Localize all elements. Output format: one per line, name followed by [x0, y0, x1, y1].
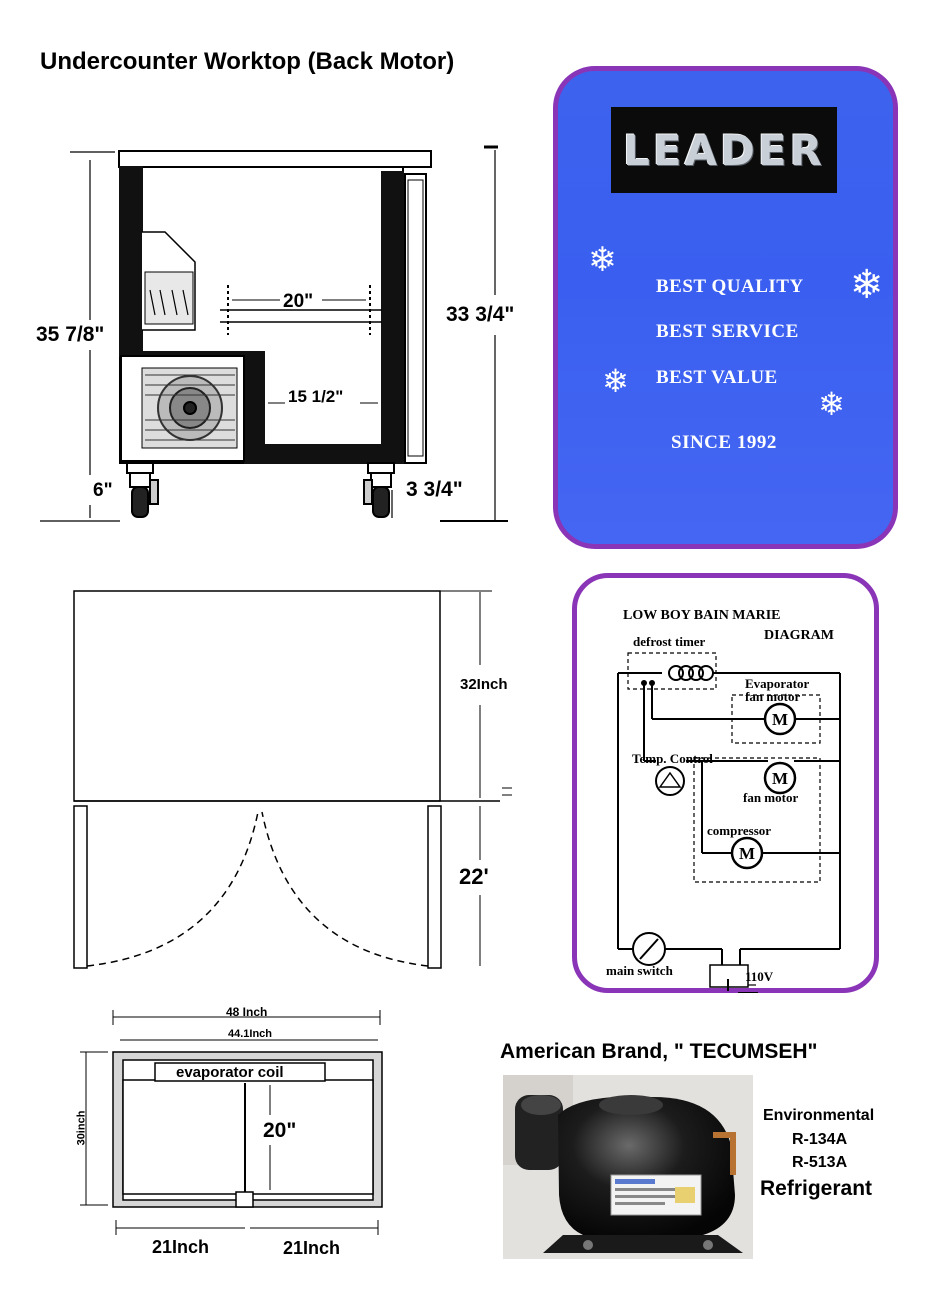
overall-height-label: 35 7/8"	[36, 323, 105, 346]
motor-symbol: M	[739, 844, 755, 863]
left-section-label: 21Inch	[152, 1237, 210, 1257]
compressor-brand: American Brand, " TECUMSEH"	[500, 1040, 818, 1063]
outer-width-label: 48 Inch	[226, 1005, 268, 1019]
refrigerant-label: Refrigerant	[760, 1177, 873, 1200]
compressor-photo	[503, 1075, 753, 1259]
evaporator-fan-motor-label: Evaporator fan motor	[745, 676, 810, 704]
top-height-label: 32Inch	[460, 676, 508, 693]
circuit-title: LOW BOY BAIN MARIE	[623, 608, 781, 623]
door-height-label: 22'	[459, 864, 489, 889]
leader-logo-text: LEADER	[623, 125, 825, 175]
evaporator-coil-label: evaporator coil	[176, 1064, 284, 1081]
defrost-timer-label: defrost timer	[633, 634, 706, 649]
environmental-label: Environmental	[763, 1107, 875, 1124]
leader-line-since: SINCE 1992	[671, 432, 777, 453]
snowflake-icon: ❄	[818, 385, 845, 423]
compressor-label: compressor	[707, 823, 772, 838]
leader-line-quality: BEST QUALITY	[656, 276, 804, 297]
leader-line-value: BEST VALUE	[656, 367, 778, 388]
motor-symbol: M	[772, 710, 788, 729]
side-view-drawing	[40, 145, 508, 522]
snowflake-icon: ❄	[588, 240, 617, 280]
front-view-drawing	[73, 590, 512, 969]
shelf-width-label: 20"	[283, 291, 314, 312]
right-section-label: 21Inch	[283, 1238, 341, 1258]
motor-symbol: M	[772, 769, 788, 788]
top-view-drawing	[80, 1010, 383, 1235]
inner-width-label: 15 1/2"	[288, 387, 344, 406]
circuit-subtitle: DIAGRAM	[764, 628, 834, 643]
refrigerant-r134a: R-134A	[792, 1131, 848, 1148]
depth-label: 30inch	[75, 1110, 88, 1146]
voltage-label: 110V	[745, 969, 774, 984]
caster-right-label: 3 3/4"	[406, 478, 463, 501]
body-height-label: 33 3/4"	[446, 303, 515, 326]
leader-line-service: BEST SERVICE	[656, 321, 799, 342]
snowflake-icon: ❄	[850, 262, 884, 308]
refrigerant-r513a: R-513A	[792, 1154, 848, 1171]
main-switch-label: main switch	[606, 963, 673, 978]
fan-motor-label: fan motor	[743, 790, 799, 805]
leader-logo: LEADER	[611, 107, 837, 193]
inner-width-label: 44.1Inch	[228, 1028, 273, 1040]
temp-control-label: Temp. Control	[632, 751, 713, 766]
caster-left-label: 6"	[93, 480, 113, 501]
inner-depth-label: 20"	[263, 1119, 297, 1142]
compressor-illustration	[503, 1075, 753, 1259]
snowflake-icon: ❄	[602, 362, 629, 400]
circuit-panel	[572, 573, 879, 993]
page-title: Undercounter Worktop (Back Motor)	[40, 48, 455, 75]
circuit-wiring: M M M	[617, 652, 841, 993]
